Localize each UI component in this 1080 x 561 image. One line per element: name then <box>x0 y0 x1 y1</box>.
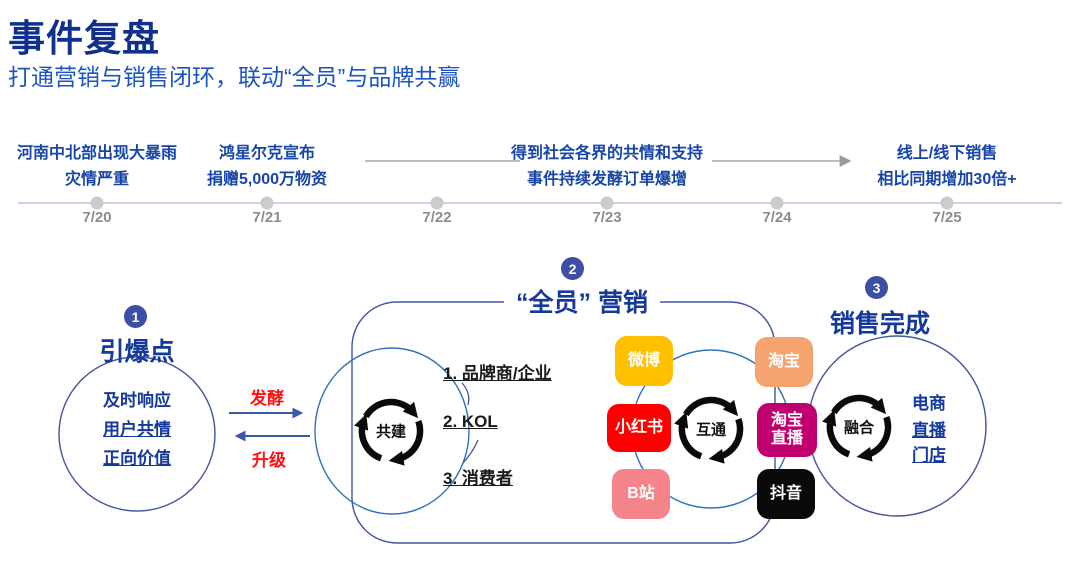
cycle-label-hutong: 互通 <box>695 421 727 439</box>
timeline-date-3: 7/22 <box>422 209 452 226</box>
flow-backward-label: 升级 <box>252 451 286 470</box>
timeline-date-2: 7/21 <box>252 209 282 226</box>
flow-forward-label: 发酵 <box>250 389 284 408</box>
step3-item-2: 直播 <box>912 421 946 440</box>
platform-label: 抖音 <box>769 484 802 502</box>
step3-item-1: 电商 <box>912 394 946 413</box>
platform-badge-weibo: 微博 <box>615 336 673 386</box>
step2-list-item-1: 1. 品牌商/企业 <box>443 364 552 383</box>
platform-label: 淘宝直播 <box>770 411 803 447</box>
list-connector-2 <box>462 439 479 464</box>
platform-badge-taobao: 淘宝 <box>755 337 813 387</box>
step3-title: 销售完成 <box>829 310 931 338</box>
timeline-date-5: 7/24 <box>762 209 792 226</box>
timeline-date-1: 7/20 <box>82 209 112 226</box>
platform-badge-bilibili: B站 <box>612 469 670 519</box>
platform-badge-douyin: 抖音 <box>757 469 815 519</box>
platform-label: 微博 <box>627 351 660 369</box>
step2-list-item-2: 2. KOL <box>443 412 498 431</box>
step1-number-badge: 1 <box>124 305 147 328</box>
step3-number-badge: 3 <box>865 276 888 299</box>
step1-circle <box>58 356 216 512</box>
page-title: 事件复盘 <box>8 18 160 59</box>
timeline-dots <box>90 196 954 210</box>
step1-item-2: 用户共情 <box>103 420 171 439</box>
platform-badge-xiaohongshu: 小红书 <box>607 404 671 452</box>
step2-number-badge: 2 <box>561 257 584 280</box>
timeline-date-4: 7/23 <box>592 209 622 226</box>
step2-title: “全员” 营销 <box>504 283 660 319</box>
step1-item-3: 正向价值 <box>103 449 171 468</box>
platform-label: 小红书 <box>614 418 663 436</box>
timeline-date-6: 7/25 <box>932 209 962 226</box>
platform-label: B站 <box>627 484 655 502</box>
timeline-event-4: 线上/线下销售 相比同期增加30倍+ <box>877 145 1017 188</box>
list-connector-1 <box>461 382 470 406</box>
page-subtitle: 打通营销与销售闭环，联动“全员”与品牌共赢 <box>8 64 461 90</box>
platform-badge-taobao-live: 淘宝直播 <box>757 403 817 457</box>
step3-item-3: 门店 <box>912 446 946 465</box>
cycle-label-ronghe: 融合 <box>843 419 875 437</box>
step1-item-1: 及时响应 <box>103 391 171 410</box>
step2-cycle-circle <box>314 347 470 515</box>
step3-circle <box>807 335 987 517</box>
cycle-label-gongjian: 共建 <box>375 423 407 441</box>
timeline-event-2: 鸿星尔克宣布 捐赠5,000万物资 <box>206 145 328 188</box>
timeline-event-1: 河南中北部出现大暴雨 灾情严重 <box>16 145 178 188</box>
step1-title: 引爆点 <box>99 338 175 366</box>
step2-list-item-3: 3. 消费者 <box>443 469 513 488</box>
platform-label: 淘宝 <box>767 352 800 370</box>
timeline-event-3: 得到社会各界的共情和支持 事件持续发酵订单爆增 <box>510 145 704 188</box>
